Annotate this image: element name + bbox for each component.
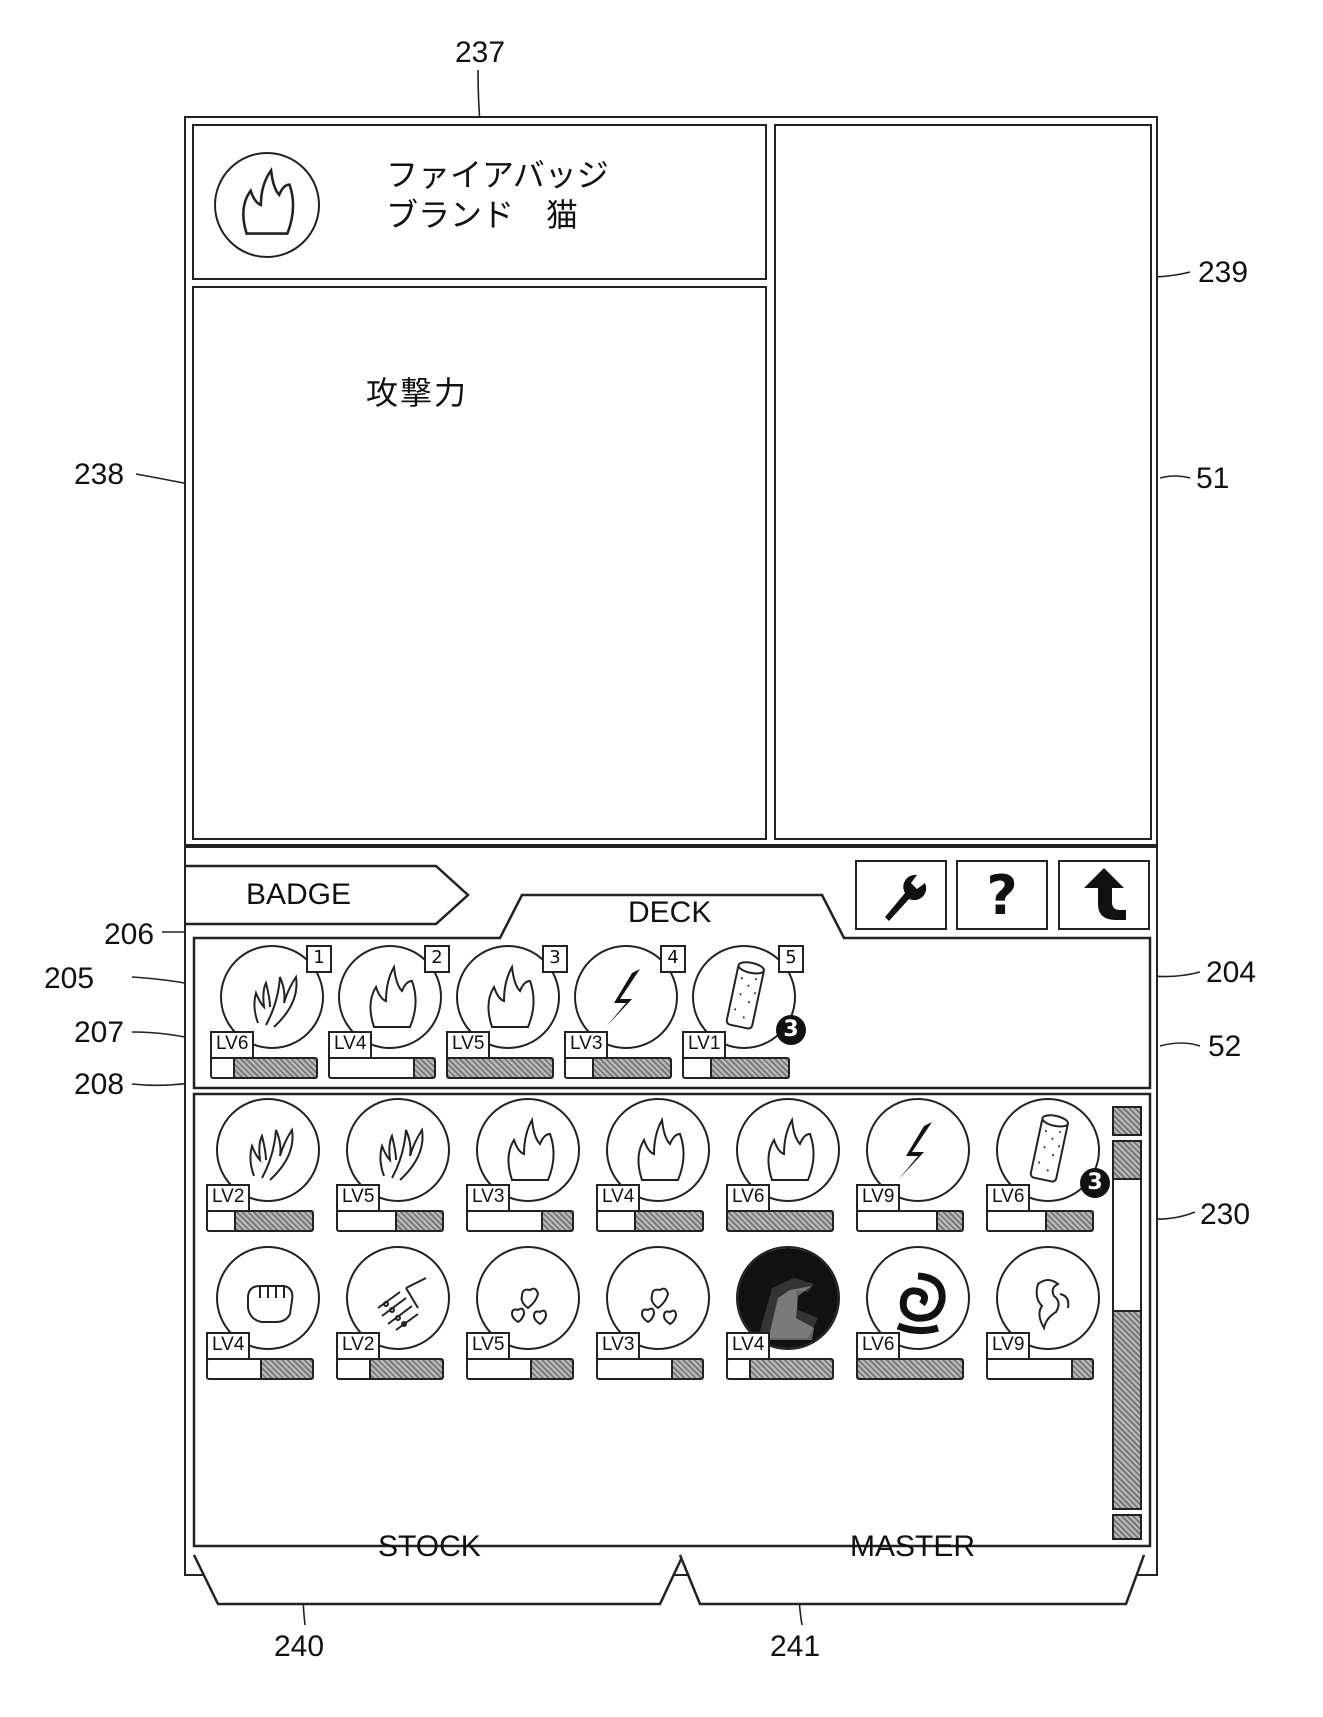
exp-gauge (336, 1210, 444, 1232)
exp-gauge (446, 1057, 554, 1079)
count-badge: 3 (776, 1015, 806, 1045)
level-label: LV9 (856, 1184, 900, 1212)
exp-gauge-fill (988, 1212, 1047, 1230)
deck-badge[interactable]: 53LV1 (672, 945, 802, 1095)
exp-gauge (986, 1358, 1094, 1380)
level-label: LV9 (986, 1332, 1030, 1360)
scrollbar-thumb[interactable] (1114, 1178, 1140, 1312)
exp-gauge-fill (728, 1360, 751, 1378)
exp-gauge (856, 1210, 964, 1232)
exp-gauge-fill (208, 1212, 236, 1230)
exp-gauge (210, 1057, 318, 1079)
level-label: LV5 (336, 1184, 380, 1212)
level-label: LV2 (206, 1184, 250, 1212)
stock-badge[interactable]: LV9 (976, 1246, 1106, 1396)
exp-gauge (466, 1210, 574, 1232)
stock-badge[interactable]: LV4 (716, 1246, 846, 1396)
exp-gauge (596, 1210, 704, 1232)
exp-gauge-fill (338, 1360, 371, 1378)
stock-badge[interactable]: LV2 (196, 1098, 326, 1248)
exp-gauge-fill (468, 1360, 532, 1378)
level-label: LV5 (466, 1332, 510, 1360)
tab-badge[interactable]: BADGE (246, 878, 351, 912)
level-label: LV6 (210, 1031, 254, 1059)
tab-master[interactable]: MASTER (850, 1530, 975, 1564)
stock-badge[interactable]: LV3 (586, 1246, 716, 1396)
exp-gauge-fill (330, 1059, 415, 1077)
stock-badge[interactable]: LV4 (196, 1246, 326, 1396)
stock-badge[interactable]: LV6 (716, 1098, 846, 1248)
stock-badge[interactable]: LV6 (846, 1246, 976, 1396)
wrench-icon (873, 867, 929, 923)
level-label: LV3 (596, 1332, 640, 1360)
exp-gauge (726, 1358, 834, 1380)
stock-scrollbar[interactable] (1112, 1106, 1142, 1542)
stock-badge[interactable]: LV2 (326, 1246, 456, 1396)
level-label: LV4 (726, 1332, 770, 1360)
level-label: LV5 (446, 1031, 490, 1059)
tab-deck[interactable]: DECK (628, 896, 711, 930)
exp-gauge-fill (684, 1059, 712, 1077)
stock-badge[interactable]: 3LV6 (976, 1098, 1106, 1248)
settings-button[interactable] (855, 860, 947, 930)
help-button[interactable]: ? (956, 860, 1048, 930)
exp-gauge (726, 1210, 834, 1232)
return-arrow-icon (1076, 866, 1132, 924)
stock-badge[interactable]: LV9 (846, 1098, 976, 1248)
exp-gauge-fill (598, 1360, 673, 1378)
deck-badge[interactable]: 1LV6 (200, 945, 330, 1095)
deck-badge[interactable]: 3LV5 (436, 945, 566, 1095)
exp-gauge (596, 1358, 704, 1380)
level-label: LV4 (328, 1031, 372, 1059)
level-label: LV1 (682, 1031, 726, 1059)
level-label: LV3 (466, 1184, 510, 1212)
level-label: LV2 (336, 1332, 380, 1360)
exp-gauge (466, 1358, 574, 1380)
exp-gauge (206, 1358, 314, 1380)
back-button[interactable] (1058, 860, 1150, 930)
level-label: LV6 (726, 1184, 770, 1212)
exp-gauge (986, 1210, 1094, 1232)
count-badge: 3 (1080, 1168, 1110, 1198)
exp-gauge (328, 1057, 436, 1079)
exp-gauge (336, 1358, 444, 1380)
scroll-down-arrow[interactable] (1112, 1514, 1142, 1540)
slot-number: 5 (778, 945, 804, 973)
deck-badge[interactable]: 2LV4 (318, 945, 448, 1095)
level-label: LV4 (596, 1184, 640, 1212)
level-label: LV6 (986, 1184, 1030, 1212)
exp-gauge-fill (468, 1212, 543, 1230)
stock-badge[interactable]: LV5 (326, 1098, 456, 1248)
exp-gauge (564, 1057, 672, 1079)
deck-badge[interactable]: 4LV3 (554, 945, 684, 1095)
level-label: LV6 (856, 1332, 900, 1360)
exp-gauge-fill (988, 1360, 1073, 1378)
exp-gauge-fill (338, 1212, 397, 1230)
exp-gauge-fill (208, 1360, 262, 1378)
exp-gauge-fill (212, 1059, 235, 1077)
tab-stock[interactable]: STOCK (378, 1530, 481, 1564)
scroll-up-arrow[interactable] (1112, 1106, 1142, 1136)
level-label: LV4 (206, 1332, 250, 1360)
level-label: LV3 (564, 1031, 608, 1059)
stock-badge[interactable]: LV4 (586, 1098, 716, 1248)
exp-gauge (856, 1358, 964, 1380)
exp-gauge-fill (566, 1059, 594, 1077)
stock-badge[interactable]: LV3 (456, 1098, 586, 1248)
exp-gauge (682, 1057, 790, 1079)
stock-badge[interactable]: LV5 (456, 1246, 586, 1396)
question-icon: ? (986, 864, 1017, 927)
exp-gauge (206, 1210, 314, 1232)
exp-gauge-fill (598, 1212, 636, 1230)
exp-gauge-fill (858, 1212, 938, 1230)
